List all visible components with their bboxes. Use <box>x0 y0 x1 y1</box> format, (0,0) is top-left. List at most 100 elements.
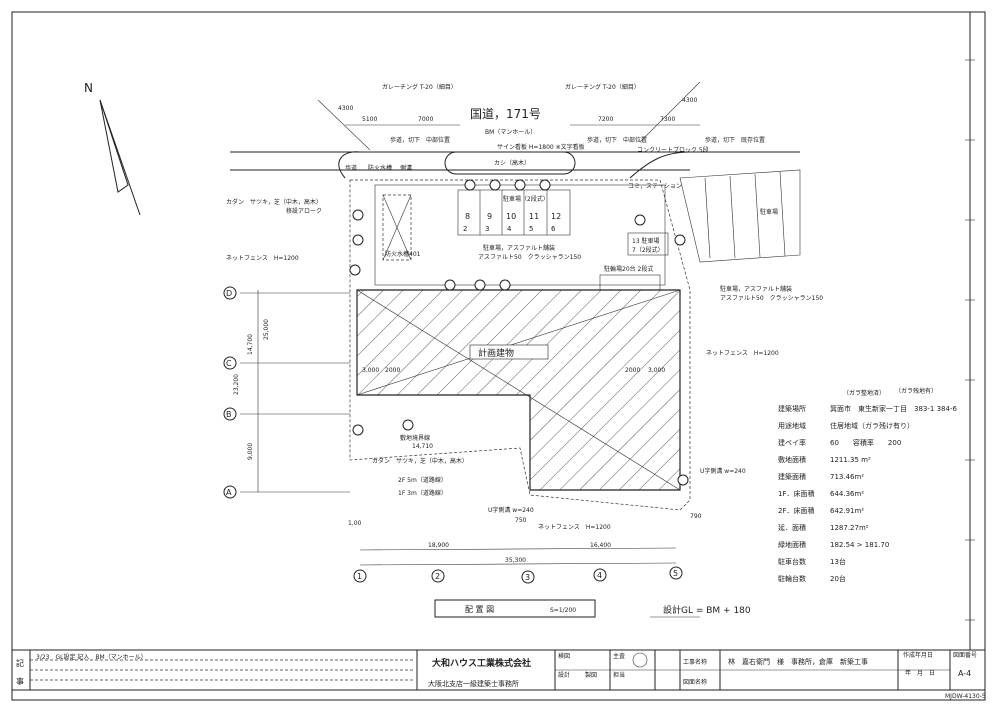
drawing-scale: S=1/200 <box>550 607 576 614</box>
site-info-value: 1211.35 m² <box>830 456 871 464</box>
bay-number: 10 <box>506 212 516 221</box>
annotation: 1F 3m（道路線） <box>398 489 447 497</box>
dimension-label: 3,000 <box>362 367 379 374</box>
dimension-label: 7300 <box>660 116 675 123</box>
site-info-value: 20台 <box>830 574 846 583</box>
site-info-label: 用途地域 <box>778 421 806 430</box>
annotation: ネットフェンス H=1200 <box>706 350 779 357</box>
date-label: 作成年月日 <box>903 651 933 659</box>
site-info-label: 1F．床面積 <box>778 489 814 498</box>
median-island <box>444 151 576 175</box>
bottom-dimensions: 18,900 16,400 35,300 <box>359 542 677 566</box>
parking-label: 防火水槽401 <box>385 250 421 258</box>
road-note: 防火水槽 <box>368 164 392 172</box>
grid-row-label: A <box>226 488 232 497</box>
north-label: N <box>84 81 93 95</box>
dimension-label: 4300 <box>682 97 697 104</box>
annotation: ネットフェンス H=1200 <box>538 524 611 531</box>
annotation: 2F 5m（道路線） <box>398 476 447 484</box>
date-value: 年 月 日 <box>905 669 935 677</box>
dimension-label: 14,700 <box>247 334 254 355</box>
bay-number: 11 <box>529 212 539 221</box>
road-note: 歩道，切下 既存位置 <box>705 136 765 144</box>
site-info-label: 敷地面積 <box>778 455 806 464</box>
bay-number: 5 <box>529 225 533 233</box>
dimension-label: 790 <box>690 513 702 520</box>
annotation: 14,710 <box>412 443 433 450</box>
bay-number: 6 <box>551 225 556 233</box>
parking-label: アスファルト50 クラッシャラン150 <box>478 254 581 261</box>
form-code: MJDW-4130-5 <box>945 693 986 700</box>
dimension-label: 4300 <box>338 105 353 112</box>
site-info-label: 駐車台数 <box>778 557 806 566</box>
dimension-label: 1,00 <box>348 520 362 527</box>
road-note: 歩道 <box>345 164 357 172</box>
site-info-value: 1287.27m² <box>830 524 869 532</box>
bay-number: 8 <box>465 212 470 221</box>
road-note: ガレーチング T-20（細目） <box>565 83 640 91</box>
chief-label: 主査 <box>613 652 625 660</box>
remarks-label: 記 <box>16 658 24 668</box>
project-name: 林 嘉右衛門 様 事務所，倉庫 新築工事 <box>728 657 868 666</box>
dimension-label: 16,400 <box>590 542 611 549</box>
grid-row-markers: D C B A <box>223 286 237 499</box>
parking-bays: 8 9 10 11 12 2 3 4 5 6 駐車場（2段式） 13 駐車場 7… <box>382 189 669 291</box>
parking-label: 駐輪場20台 2段式 <box>604 265 653 273</box>
drawing-border <box>11 11 986 701</box>
left-dimensions: 25,000 14,700 9,000 23,200 <box>233 290 350 493</box>
edge-ticks <box>965 59 975 621</box>
road-note: 歩道，切下 中部位置 <box>587 136 647 144</box>
parking-label: 駐車場 <box>760 208 778 216</box>
annotation: ネットフェンス H=1200 <box>226 255 299 262</box>
annotation: カダン サツキ，芝（中木，高木） <box>226 198 322 206</box>
tree-icons <box>349 179 689 486</box>
site-info-rows: 建築場所箕面市 東生新家一丁目 383-1 384-6用途地域住居地域（ガラ残け… <box>778 404 957 583</box>
project-label: 工事名称 <box>683 658 707 666</box>
road-note: 歩道，切下 中部位置 <box>390 136 450 144</box>
site-info-note: （ガラ残地有） <box>895 387 937 395</box>
bay-number: 4 <box>507 225 512 233</box>
dimension-label: 23,200 <box>233 374 240 395</box>
site-boundary <box>349 179 691 511</box>
dimension-label: 750 <box>515 517 527 524</box>
drawing-title: 配 置 図 <box>465 605 494 614</box>
road-note: コンクリートブロック 5段 <box>637 146 709 154</box>
parking-label: 駐車場（2段式） <box>503 195 549 203</box>
site-info-note: （ガラ整地済） <box>843 389 885 397</box>
grid-row-label: B <box>226 410 232 419</box>
site-info-value: 644.36m² <box>830 490 864 498</box>
company-name: 大和ハウス工業株式会社 <box>432 657 531 669</box>
site-info-label: 2F．床面積 <box>778 506 814 515</box>
road: 国道，171号 ガレーチング T-20（細目） ガレーチング T-20（細目） … <box>230 81 800 190</box>
parking-label: 駐車場，アスファルト舗装 <box>720 285 792 293</box>
annotation: 移設アローク <box>286 207 322 215</box>
road-note: サイン看板 H=1800 ※文字看板 <box>497 143 585 151</box>
title-block: 記 事 3/23 GL設定 記入 BM（マンホール） 大和ハウス工業株式会社 大… <box>12 649 986 700</box>
annotation: 敷地境界線 <box>400 434 430 442</box>
bay-number: 12 <box>551 212 561 221</box>
approve-label: 担当 <box>613 671 625 679</box>
parking-label: 駐車場，アスファルト舗装 <box>483 244 555 252</box>
dimension-label: 2000 <box>385 367 400 374</box>
dimension-label: 5100 <box>362 116 377 123</box>
parking-label: アスファルト50 クラッシャラン150 <box>720 295 823 302</box>
office-name: 大阪北支店一級建築士事務所 <box>428 679 519 688</box>
site-info-value: 60 容積率 200 <box>830 438 901 447</box>
bay-number: 9 <box>487 212 492 221</box>
right-parking-lot: 駐車場 駐車場，アスファルト舗装 アスファルト50 クラッシャラン150 <box>679 169 823 302</box>
design-label: 設計 <box>558 671 570 679</box>
grid-column-label: 2 <box>435 572 440 581</box>
site-info-label: 延．面積 <box>778 523 806 532</box>
road-note: コミ，ステーション <box>628 183 682 190</box>
grid-column-label: 1 <box>357 572 362 581</box>
dimension-label: 25,000 <box>263 319 270 340</box>
site-info-label: 建築場所 <box>778 404 806 413</box>
annotation: カダン サツキ，芝（中木，高木） <box>372 457 468 465</box>
grid-column-markers: 1 2 3 4 5 <box>353 566 683 584</box>
road-note: 側溝 <box>400 164 412 172</box>
drawing-number: A-4 <box>958 669 971 678</box>
annotation: U字側溝 w=240 <box>700 467 746 475</box>
dimension-label: 18,900 <box>428 542 449 549</box>
parking-label: 7（2段式） <box>632 246 664 254</box>
